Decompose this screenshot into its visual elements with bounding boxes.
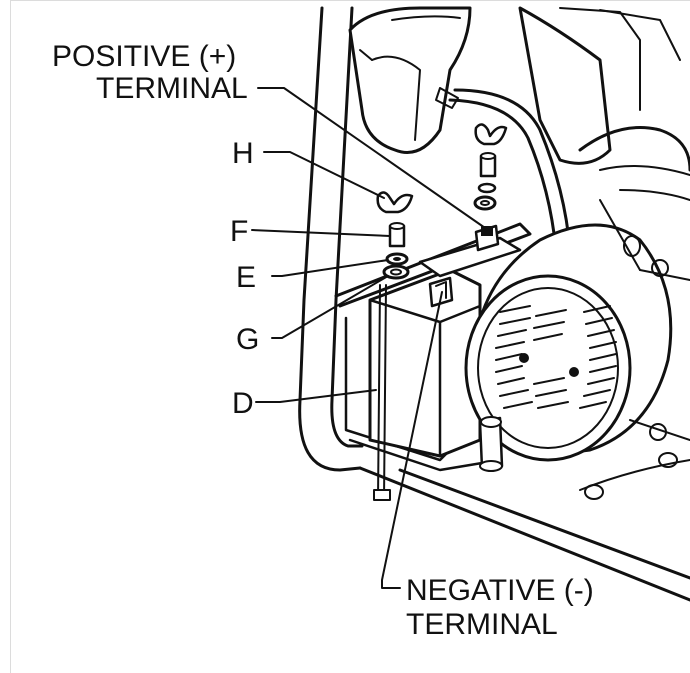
hardware-stack-right (473, 123, 508, 211)
labels: POSITIVE (+) TERMINAL H F E G D NEGATIVE… (52, 40, 594, 641)
leader-f (251, 229, 391, 237)
leader-e (271, 259, 389, 277)
fuel-tank-top (348, 6, 681, 165)
leader-lines (251, 87, 489, 589)
leader-negative (381, 291, 443, 589)
negative-terminal-label-line1: NEGATIVE (-) (406, 574, 594, 607)
alternator-housing (464, 223, 673, 462)
label-h: H (232, 137, 254, 170)
leader-h (263, 151, 385, 199)
hold-down-rod (373, 284, 391, 501)
positive-terminal-label-line2: TERMINAL (96, 72, 248, 105)
leader-d (255, 389, 377, 403)
label-f: F (230, 215, 248, 248)
label-d: D (232, 387, 254, 420)
label-e: E (236, 261, 256, 294)
positive-terminal-label-line1: POSITIVE (+) (52, 40, 236, 73)
leader-g (271, 275, 389, 339)
alternator-vent-slots (495, 305, 617, 409)
rubber-mount (478, 416, 504, 472)
battery (368, 224, 522, 458)
label-g: G (236, 323, 259, 356)
leader-positive (257, 87, 489, 231)
engine-details-right (578, 126, 690, 500)
hardware-stack-left (376, 191, 414, 280)
negative-terminal-label-line2: TERMINAL (406, 608, 558, 641)
